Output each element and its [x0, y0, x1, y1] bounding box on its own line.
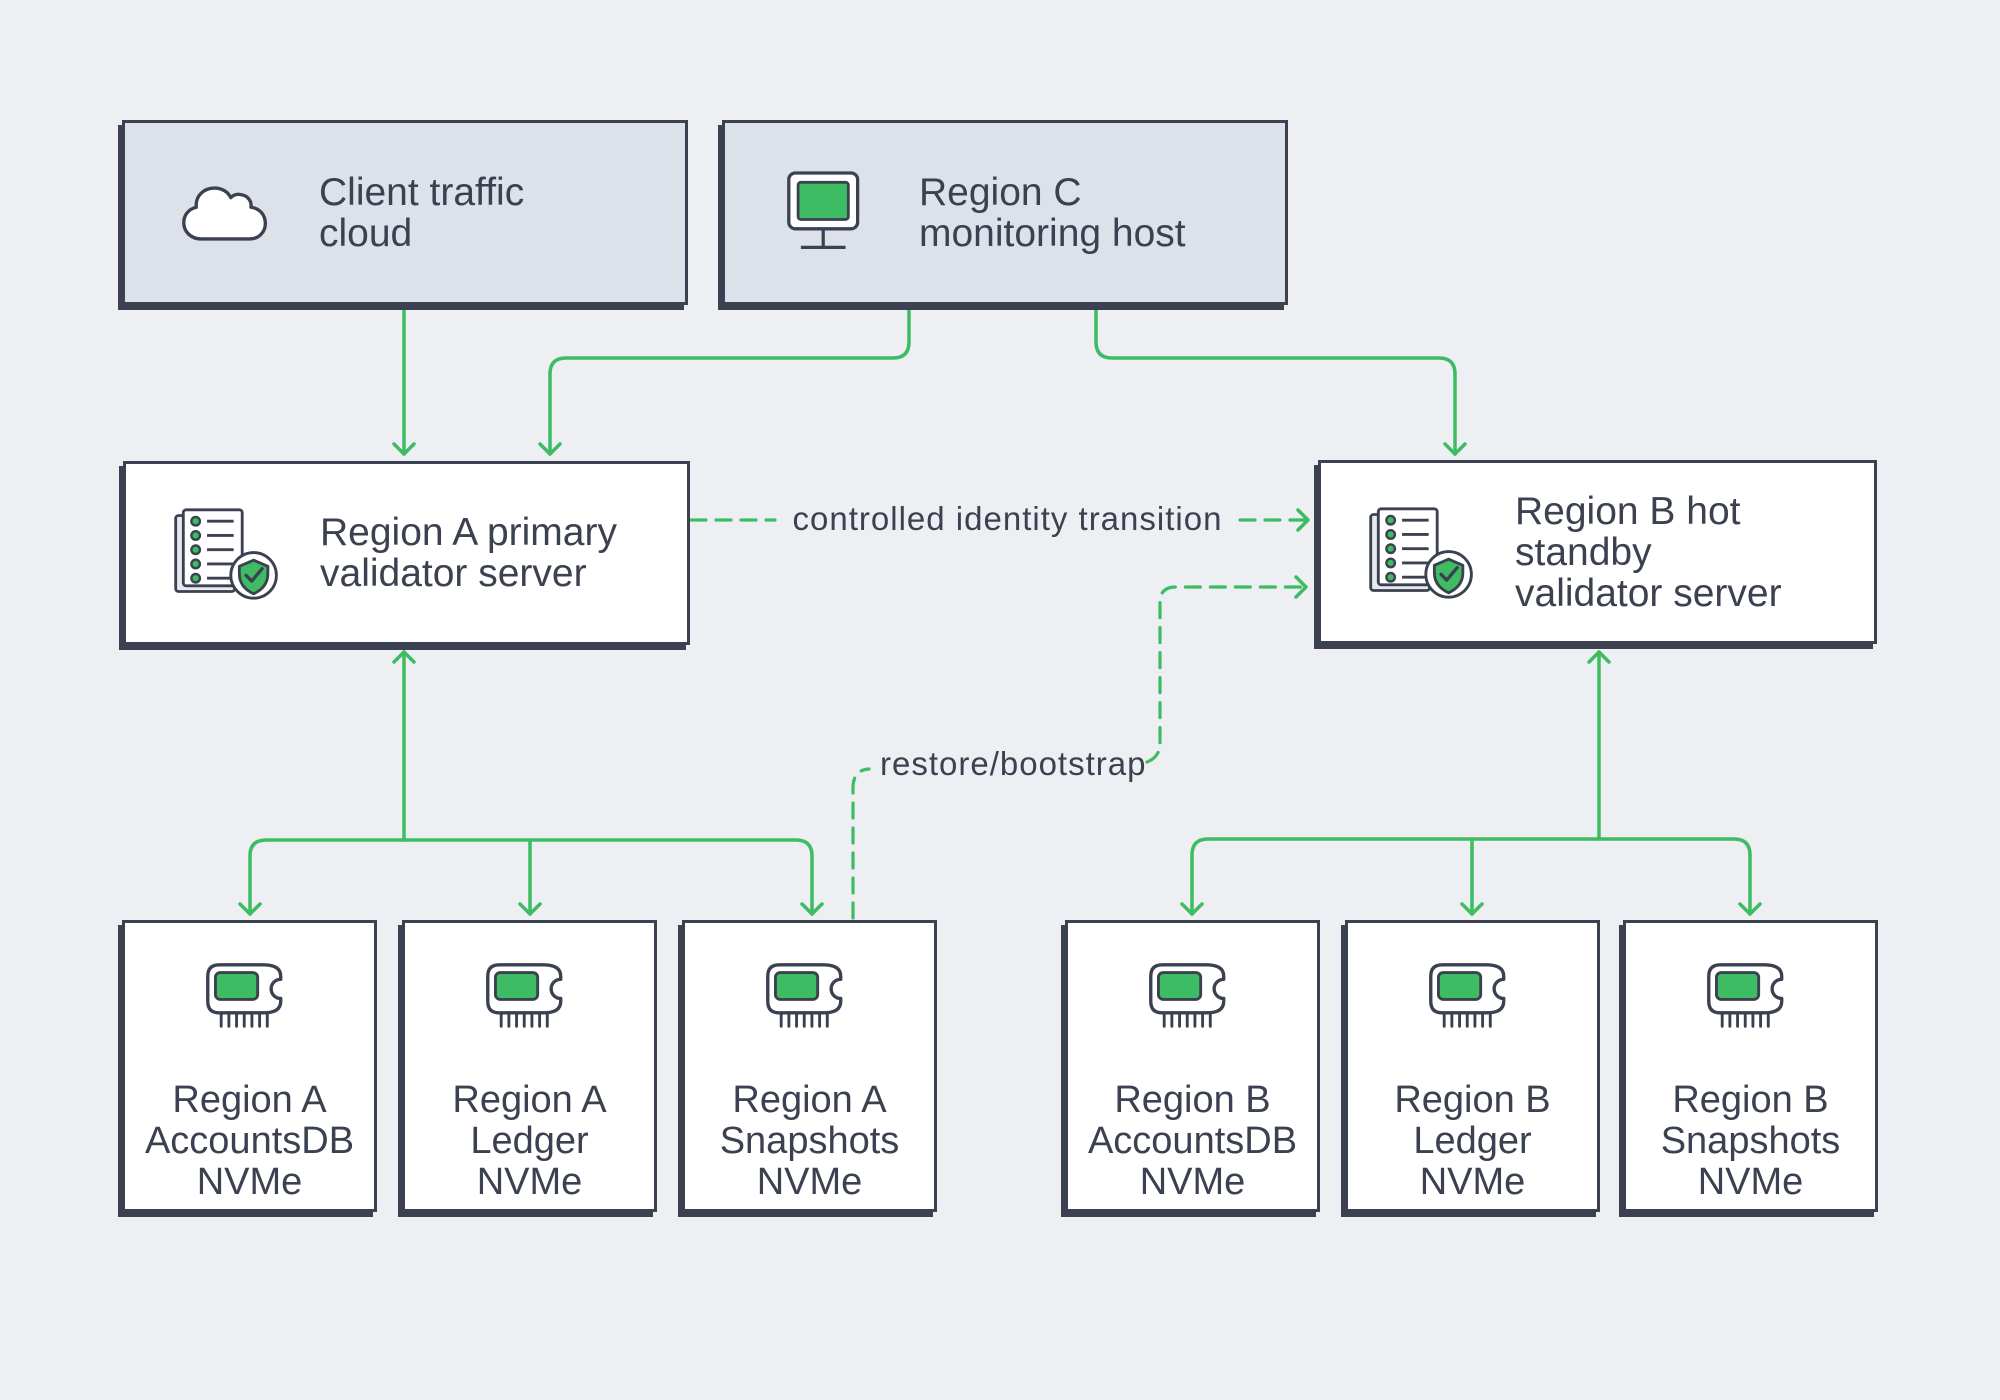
- node-region-a-primary-validator: Region A primary validator server: [123, 461, 690, 645]
- edge-restore-bootstrap-to-validator-b: [1145, 575, 1308, 764]
- edge-monitor-to-validator-b: [1094, 307, 1467, 456]
- node-region-a-accountsdb-nvme: Region A AccountsDB NVMe: [122, 920, 377, 1212]
- memory-chip-icon: [482, 959, 578, 1036]
- node-region-a-snapshots-nvme: Region A Snapshots NVMe: [682, 920, 937, 1212]
- memory-chip-icon: [202, 959, 298, 1036]
- node-region-b-hot-standby-validator: Region B hot standby validator server: [1318, 460, 1877, 644]
- monitor-icon: [763, 170, 889, 256]
- node-label: Region B Ledger NVMe: [1394, 1079, 1551, 1203]
- node-label: Client traffic cloud: [319, 170, 525, 255]
- memory-chip-icon: [1703, 959, 1799, 1036]
- node-region-b-accountsdb-nvme: Region B AccountsDB NVMe: [1065, 920, 1320, 1212]
- node-label: Region B AccountsDB NVMe: [1087, 1079, 1298, 1203]
- node-label: Region B hot standby validator server: [1515, 489, 1782, 615]
- node-region-a-ledger-nvme: Region A Ledger NVMe: [402, 920, 657, 1212]
- edge-validator-a-storage-bus: [238, 838, 824, 916]
- node-label: Region A Ledger NVMe: [452, 1079, 607, 1203]
- node-client-traffic-cloud: Client traffic cloud: [122, 120, 688, 305]
- node-label: Region A primary validator server: [320, 511, 617, 595]
- node-region-b-ledger-nvme: Region B Ledger NVMe: [1345, 920, 1600, 1212]
- validator-ledger-shield-icon: [164, 506, 290, 601]
- node-label: Region B Snapshots NVMe: [1660, 1079, 1841, 1203]
- edge-label-restore-bootstrap: restore/bootstrap: [880, 745, 1147, 782]
- edge-monitor-to-validator-a: [538, 307, 911, 456]
- edge-validator-b-storage-bus: [1180, 837, 1762, 916]
- node-label: Region A AccountsDB NVMe: [144, 1079, 355, 1203]
- node-label: Region A Snapshots NVMe: [719, 1079, 900, 1203]
- cloud-icon: [163, 178, 289, 248]
- node-region-b-snapshots-nvme: Region B Snapshots NVMe: [1623, 920, 1878, 1212]
- memory-chip-icon: [762, 959, 858, 1036]
- node-region-c-monitoring-host: Region C monitoring host: [722, 120, 1288, 305]
- memory-chip-icon: [1425, 959, 1521, 1036]
- edge-restore-bootstrap-from-snapshots: [851, 767, 871, 920]
- node-label: Region C monitoring host: [919, 170, 1186, 255]
- validator-ledger-shield-icon: [1359, 505, 1485, 600]
- memory-chip-icon: [1145, 959, 1241, 1036]
- edge-label-controlled-identity-transition: controlled identity transition: [792, 500, 1223, 537]
